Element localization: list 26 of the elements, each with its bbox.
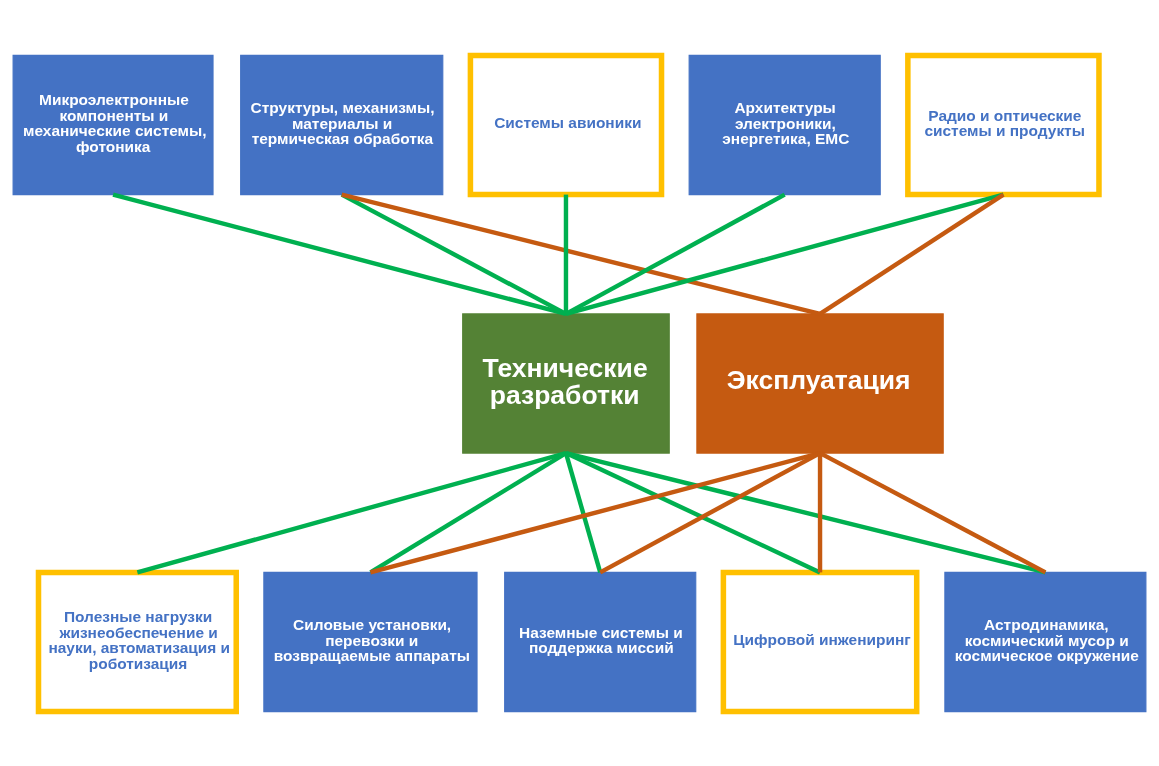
node-box: Структуры, механизмы, материалы и термическая обработка (240, 54, 444, 195)
node-box: Технические разработки (462, 312, 670, 454)
node-box: Эксплуатация (696, 312, 944, 454)
connector (340, 192, 567, 316)
connector (818, 192, 1005, 316)
connector (817, 452, 823, 572)
node-box: Радио и оптические системы и продукты (905, 52, 1102, 197)
connector (565, 191, 1004, 316)
connector (563, 452, 603, 573)
node-box: Архитектуры электроники, энергетика, EMC (688, 54, 881, 195)
node-box: Наземные системы и поддержка миссий (504, 571, 697, 712)
connector (112, 191, 567, 316)
connector (564, 192, 786, 316)
node-box: Системы авионики (467, 52, 665, 197)
connector (565, 450, 1046, 575)
connector (341, 191, 821, 316)
connector (136, 450, 567, 575)
node-box: Силовые установки, перевозки и возвращаемые аппараты (263, 571, 478, 712)
node-box: Астродинамика, космический мусор и космическое окружение (944, 571, 1147, 712)
node-box: Полезные нагрузки жизнеобеспечение и науки, автоматизация и роботизация (35, 569, 239, 714)
node-box: Цифровой инжениринг (720, 569, 920, 714)
connector (369, 450, 568, 574)
connector (563, 194, 569, 314)
connector (369, 450, 821, 575)
connector (819, 450, 1047, 574)
node-box: Микроэлектронные компоненты и механические системы, фотоника (12, 54, 214, 195)
